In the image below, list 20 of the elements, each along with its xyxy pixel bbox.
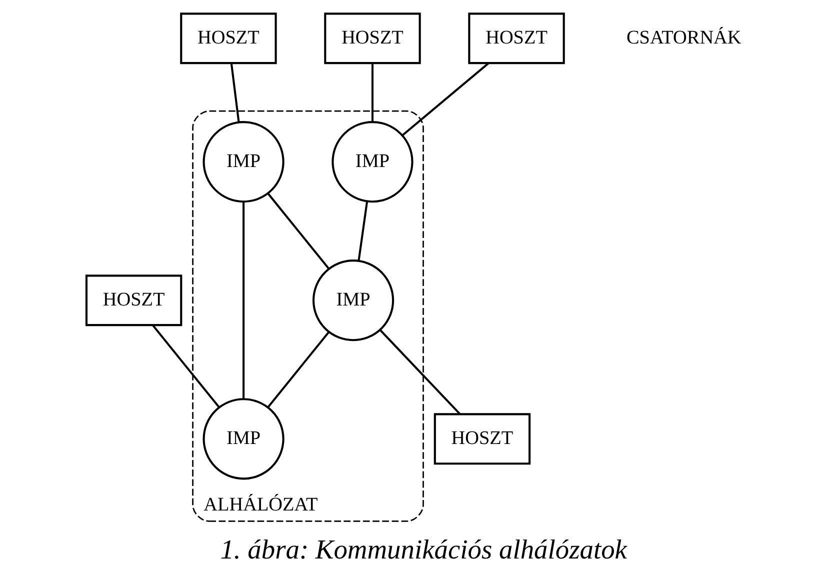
connector	[370, 64, 374, 122]
label: CSATORNÁK	[626, 27, 741, 48]
node-circle: IMP	[331, 121, 413, 203]
node-box: HOSZT	[468, 12, 564, 64]
connector	[401, 62, 489, 136]
node-circle: IMP	[312, 260, 394, 342]
connector	[152, 324, 220, 408]
caption: 1. ábra: Kommunikációs alhálózatok	[220, 534, 626, 564]
connector	[230, 63, 240, 122]
connector	[357, 201, 368, 261]
connector	[266, 331, 330, 408]
node-box: HOSZT	[433, 413, 530, 465]
node-box: HOSZT	[180, 12, 276, 64]
node-box: HOSZT	[324, 12, 420, 64]
node-circle: IMP	[202, 121, 284, 203]
node-box: HOSZT	[84, 274, 182, 326]
connector	[378, 329, 460, 415]
connector	[266, 192, 329, 270]
node-circle: IMP	[202, 398, 284, 480]
connector	[242, 202, 244, 399]
